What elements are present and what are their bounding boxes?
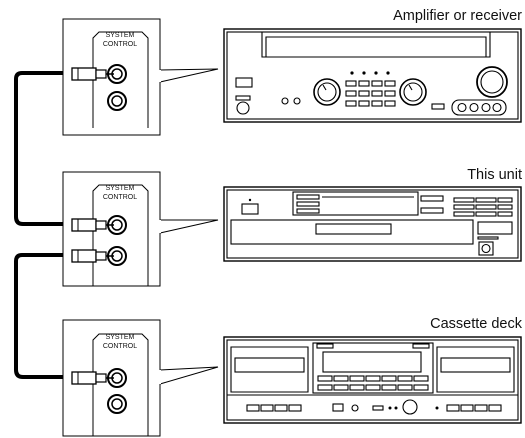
system-control-label-line1: SYSTEM [106,334,135,341]
system-control-panel-this-unit: SYSTEM CONTROL [62,171,219,287]
cassette-door-left [230,346,309,393]
volume-knob [476,66,508,98]
callout-pointer [159,68,219,83]
rca-plug [71,249,114,263]
callout-pointer [159,219,219,234]
cassette-door-right [436,346,515,393]
rca-plug [71,218,114,232]
label-this-unit: This unit [467,167,522,183]
callout-pointer [159,366,219,385]
rca-plug [71,371,114,385]
amplifier-illustration [223,28,522,123]
cassette-deck-illustration [223,336,522,424]
disc-tray [230,219,474,245]
cable-amp-to-unit [14,71,74,226]
knob-left [313,78,341,106]
system-control-label-line2: CONTROL [103,41,137,48]
this-unit-illustration [223,186,522,262]
headphone-jack [478,241,494,256]
cable-unit-to-cassette [14,253,74,379]
system-control-label-line2: CONTROL [103,343,137,350]
label-cassette-deck: Cassette deck [430,316,523,332]
knob-right [399,78,427,106]
system-control-label-line1: SYSTEM [106,185,135,192]
button-grid [345,80,396,107]
rca-plug [71,67,114,81]
system-control-panel-cassette: SYSTEM CONTROL [62,319,219,437]
bottom-jacks [451,99,507,116]
system-control-label-line2: CONTROL [103,194,137,201]
system-control-label-line1: SYSTEM [106,32,135,39]
cables [14,71,74,379]
dot-row [350,71,390,75]
system-control-panel-amplifier: SYSTEM CONTROL [62,18,219,136]
center-display [312,342,434,394]
label-amplifier-or-receiver: Amplifier or receiver [393,8,522,24]
